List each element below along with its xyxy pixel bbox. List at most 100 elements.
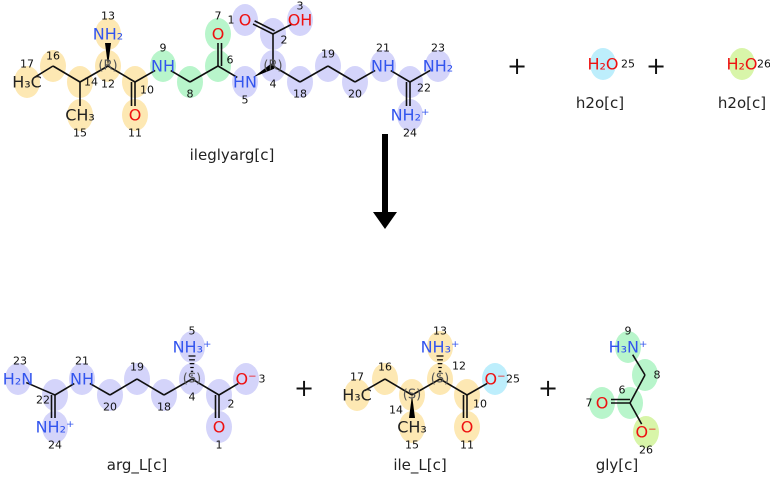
atom-number: 12 (452, 360, 466, 373)
molecule-name: h2o[c] (718, 94, 766, 112)
atom-label: CH₃ (397, 418, 427, 437)
bond (631, 354, 646, 376)
atom-number: 11 (460, 439, 474, 452)
atom-number: 5 (242, 94, 249, 107)
atom-number: 8 (654, 369, 661, 382)
atom-label: O (239, 11, 252, 30)
atom-number: 17 (20, 58, 34, 71)
atom-number: 2 (281, 34, 288, 47)
atom-highlights (5, 4, 755, 448)
atom-number: 13 (433, 325, 447, 338)
molecule-ile-L-c-: H₃C1716(S)14CH₃15(S)12NH₃⁺1310O11O⁻25ile… (342, 325, 520, 476)
atom-highlight (454, 411, 480, 443)
atom-highlight (42, 411, 68, 443)
atom-number: 22 (417, 82, 431, 95)
atom-number: 6 (619, 384, 626, 397)
atom-highlight (69, 363, 95, 395)
chirality-label: (S) (431, 372, 449, 387)
atom-number: 9 (160, 42, 167, 55)
atom-number: 23 (13, 355, 27, 368)
atom-number: 3 (297, 0, 304, 13)
plus-sign: + (538, 374, 558, 402)
bond (170, 69, 191, 83)
atom-highlight (205, 18, 231, 50)
bond (354, 69, 376, 83)
bond (218, 382, 239, 396)
chirality-label: (S) (403, 388, 421, 403)
atom-number: 25 (506, 373, 520, 386)
bond (54, 382, 75, 396)
bond (163, 378, 193, 396)
molecule-name: arg_L[c] (107, 456, 167, 475)
atom-number: 16 (46, 50, 60, 63)
bond (34, 65, 54, 78)
atom-label: H₃C (342, 386, 372, 405)
atom-highlight (399, 411, 425, 443)
atom-highlight (67, 99, 93, 131)
atom-highlight (232, 66, 258, 98)
bond (191, 378, 220, 396)
hash-bond (188, 355, 196, 376)
atom-highlight (233, 363, 259, 395)
atom-label: O⁻ (235, 370, 256, 389)
bond (629, 374, 646, 404)
atom-number: 18 (157, 401, 171, 414)
atom-number: 24 (48, 439, 62, 452)
atom-number: 17 (350, 371, 364, 384)
molecule-name: ile_L[c] (393, 456, 446, 475)
atom-number: 14 (389, 404, 403, 417)
bonds-layer (25, 20, 646, 425)
atom-highlight (397, 99, 423, 131)
chirality-label: (R) (263, 59, 282, 74)
atom-label: NH (151, 57, 175, 76)
atom-number: 2 (228, 398, 235, 411)
bond (217, 65, 238, 79)
atom-highlight (287, 4, 313, 36)
atom-label: CH₃ (65, 106, 95, 125)
atom-label: O⁻ (635, 423, 656, 442)
plus-sign: + (646, 52, 666, 80)
atom-label: O (213, 418, 226, 437)
atom-label: O (212, 25, 225, 44)
bond (89, 382, 111, 396)
atom-label: NH₂⁺ (391, 106, 430, 125)
bond (390, 69, 411, 83)
atom-label: NH₃⁺ (421, 338, 460, 357)
atom-number: 11 (128, 127, 142, 140)
atom-number: 14 (84, 76, 98, 89)
atom-number: 4 (270, 78, 277, 91)
atom-highlight (150, 50, 176, 82)
atom-highlight (425, 50, 451, 82)
atom-label: NH₂ (423, 57, 453, 76)
atom-number: 19 (130, 361, 144, 374)
atom-number: 20 (103, 401, 117, 414)
atom-highlight (427, 331, 453, 363)
wedge-bond (252, 63, 275, 78)
atom-label: H₂O (587, 55, 618, 74)
atom-number: 15 (405, 439, 419, 452)
chirality-label: (S) (183, 372, 201, 387)
atom-number: 10 (140, 84, 154, 97)
atom-label: HN (233, 73, 257, 92)
atom-number: 24 (403, 127, 417, 140)
bond (252, 23, 274, 35)
bond (109, 378, 138, 396)
atom-highlight (344, 379, 370, 411)
atom-highlight (206, 411, 232, 443)
reaction-arrow (373, 134, 397, 229)
bond (136, 378, 165, 396)
atom-highlight (179, 331, 205, 363)
atom-number: 5 (189, 325, 196, 338)
bond (364, 378, 386, 392)
molecule-name: h2o[c] (576, 94, 624, 112)
bond (439, 378, 468, 396)
bond (52, 65, 81, 83)
atom-number: 19 (321, 48, 335, 61)
atom-highlight (95, 18, 121, 50)
atom-highlight (232, 4, 258, 36)
atom-highlight (122, 99, 148, 131)
labels-layer: H₃C171614CH₃15(R)12NH₂1310O11NH986O7HN5(… (3, 0, 770, 475)
atom-highlight (589, 387, 615, 419)
